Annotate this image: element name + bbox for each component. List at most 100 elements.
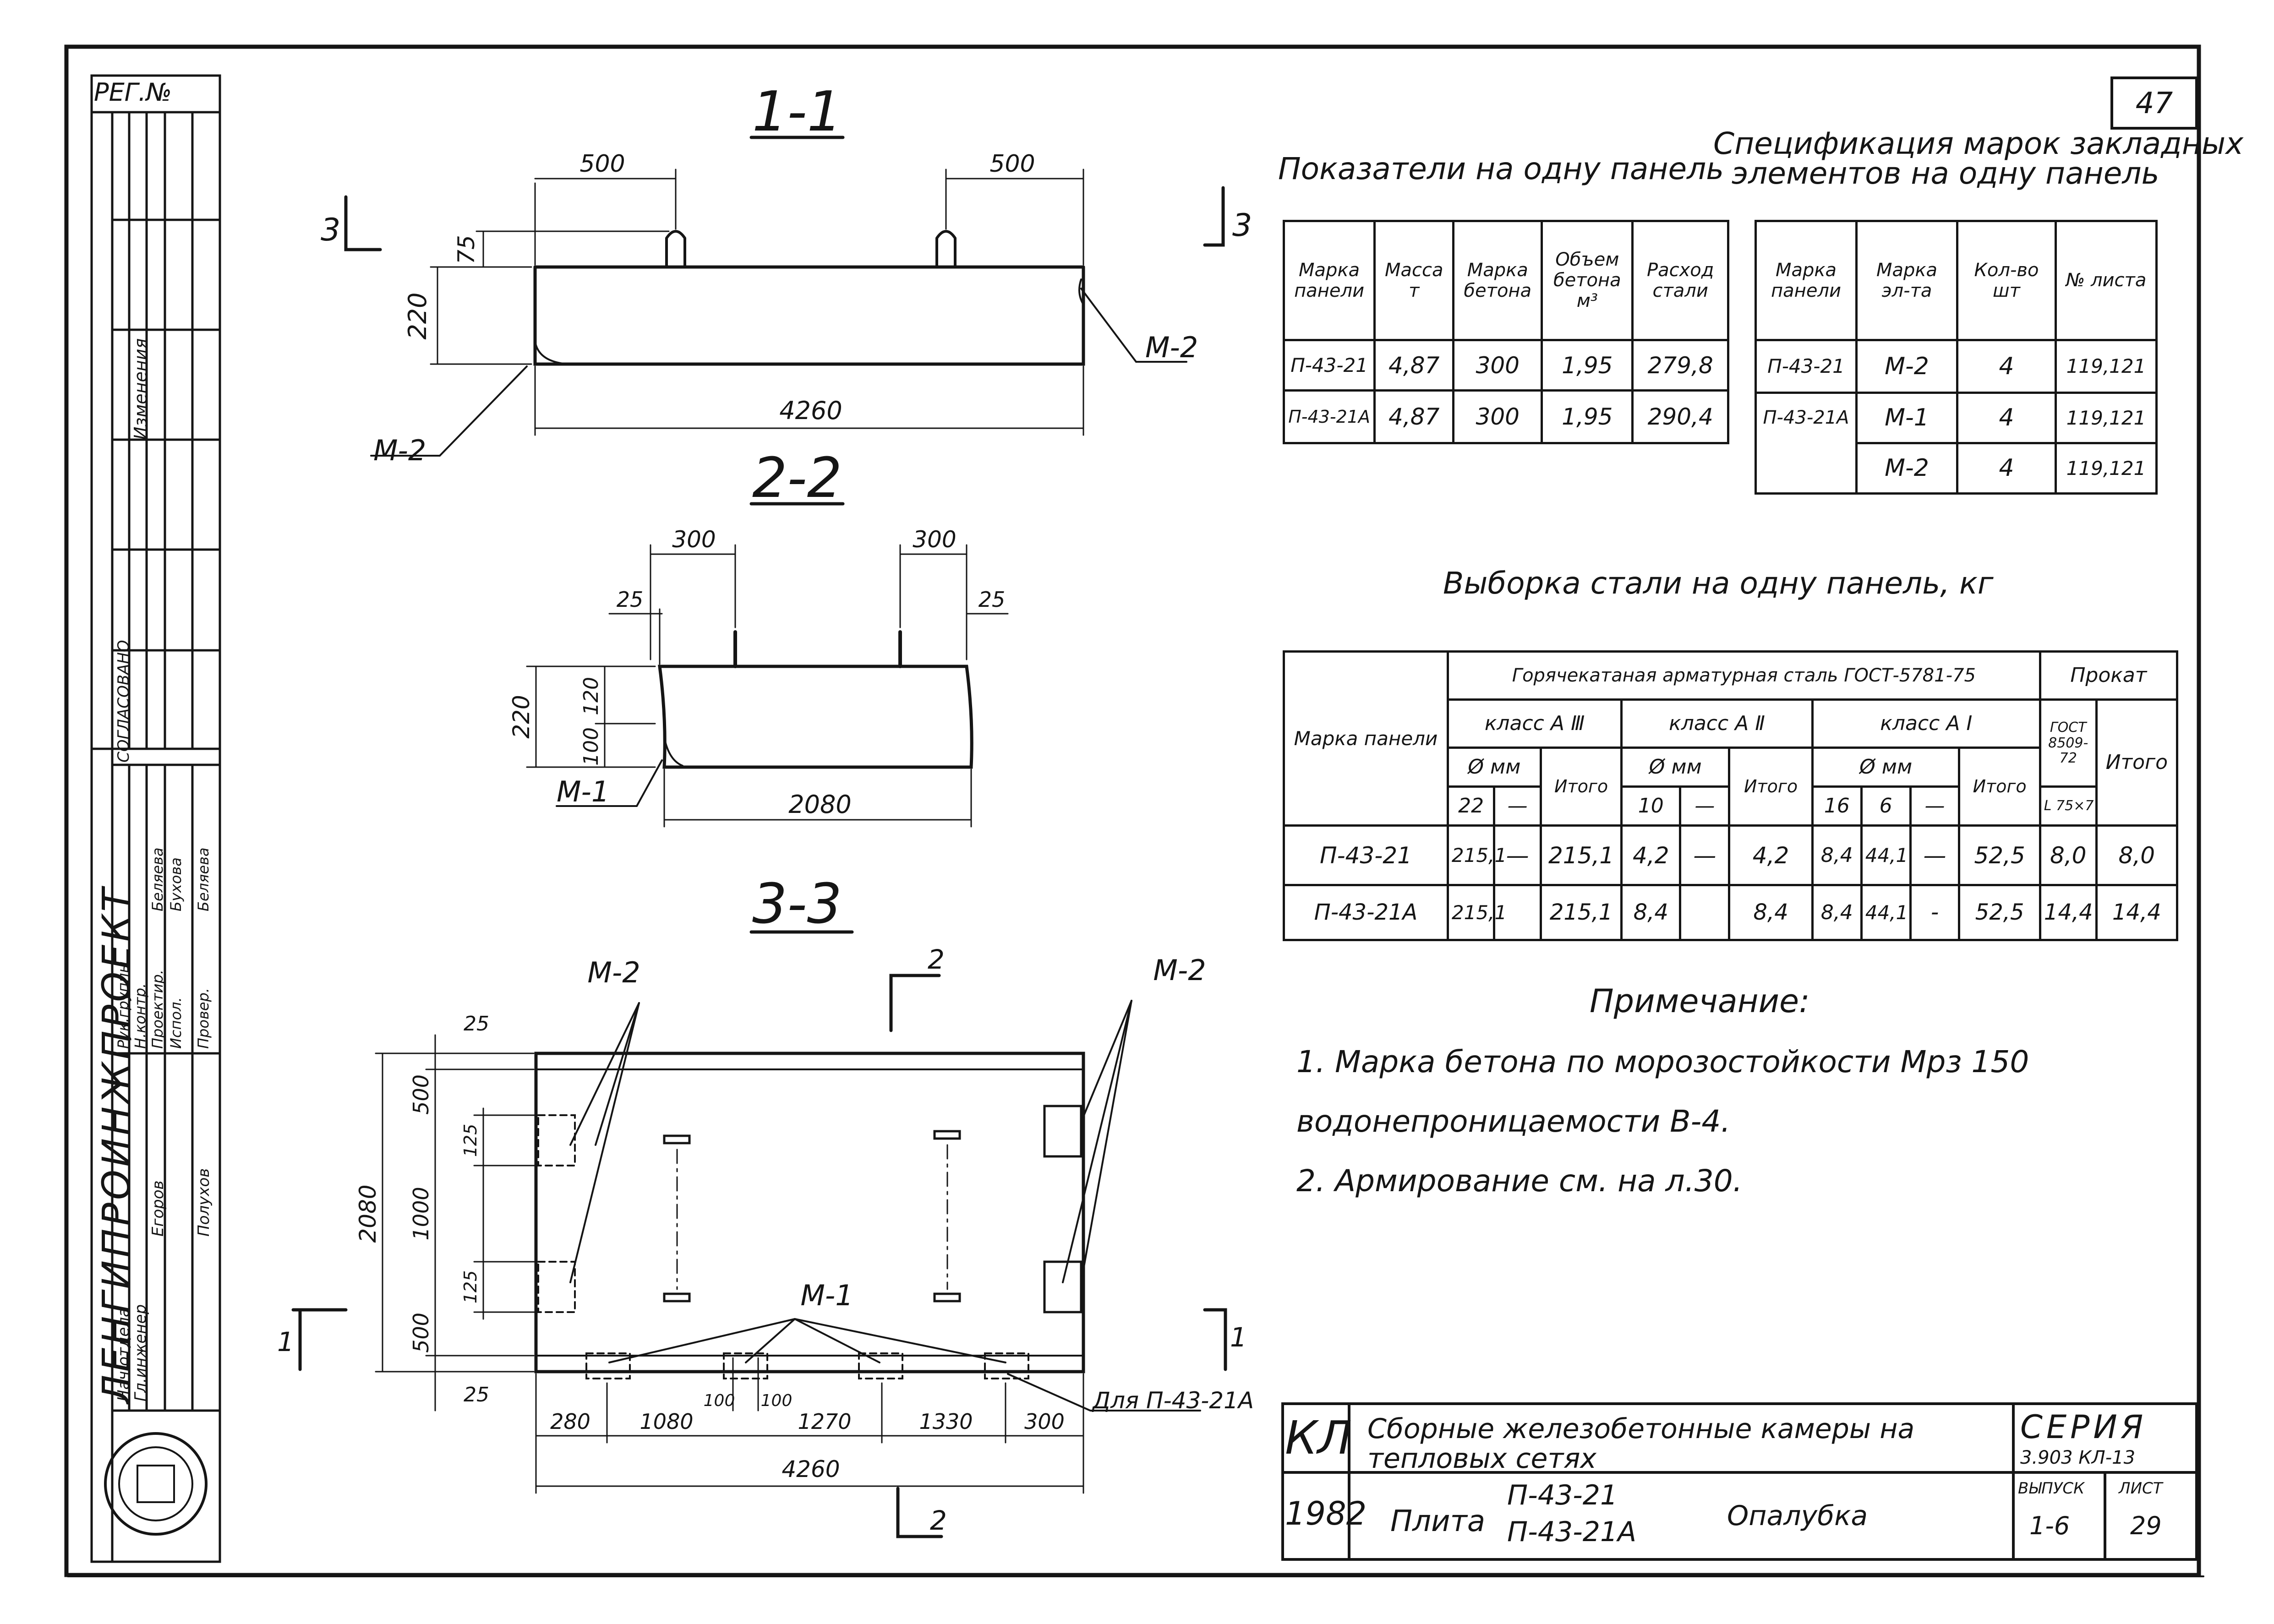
dim-500-row1: 500 <box>409 1074 433 1115</box>
dim-500-right: 500 <box>989 150 1035 178</box>
title-block-series-value: 3.903 КЛ-13 <box>2020 1447 2136 1468</box>
stamp-role-1: Нач.отдела <box>115 1308 133 1401</box>
steel-cell: — <box>1493 824 1542 886</box>
ind-head-concrete: Марка бетона <box>1452 220 1543 341</box>
steel-head-prokat: Прокат <box>2039 650 2179 701</box>
steel-cell: 8,4 <box>1811 824 1863 886</box>
steel-head-hot-rolled: Горячекатаная арматурная сталь ГОСТ-5781… <box>1446 650 2041 701</box>
ind-head-volume: Объем бетона м³ <box>1541 220 1634 341</box>
dim-220-s22: 220 <box>508 695 535 738</box>
stamp-role-4: Н.контр. <box>131 983 149 1049</box>
title-block-subject: Опалубка <box>1727 1500 1868 1532</box>
ind-cell: 1,95 <box>1541 339 1634 392</box>
dim-1000-row2: 1000 <box>409 1187 433 1240</box>
dim-300-right: 300 <box>913 526 956 553</box>
title-block-series-label: СЕРИЯ <box>2020 1408 2147 1446</box>
ind-head-marka: Марка панели <box>1282 220 1376 341</box>
emb-cell: 4 <box>1956 392 2057 444</box>
steel-cell: 8,0 <box>2095 824 2179 886</box>
steel-cell: 215,1 <box>1446 884 1507 941</box>
steel-cell <box>1679 884 1731 941</box>
stamp-name-3: Бухова <box>167 857 185 911</box>
title-block-item: Плита <box>1390 1504 1486 1538</box>
title-block-grid <box>1281 76 2198 1561</box>
dim-500-left: 500 <box>579 150 625 178</box>
mark-m2-s11-right: М-2 <box>1145 331 1198 364</box>
steel-dia-dash: — <box>1679 785 1731 827</box>
mark-m1-s33: М-1 <box>800 1279 853 1312</box>
steel-cell: - <box>1909 884 1961 941</box>
emb-head-marka: Марка панели <box>1755 220 1858 341</box>
stamp-name-2: Егоров <box>149 1180 167 1237</box>
dim-100-b: 100 <box>761 1391 793 1410</box>
dim-220: 220 <box>403 292 432 339</box>
emb-cell: 119,121 <box>2055 339 2158 394</box>
steel-dia-6: 6 <box>1860 785 1912 827</box>
mark-m2-s11-left: М-2 <box>373 434 426 467</box>
steel-head-dia-a2: Ø мм <box>1620 747 1731 788</box>
steel-head-a3: класс А Ⅲ <box>1446 698 1623 749</box>
embedded-table: Марка панели Марка эл-та Кол-во шт № лис… <box>1755 220 2158 495</box>
dim-100: 100 <box>579 727 603 766</box>
steel-head-marka: Марка панели <box>1283 650 1449 827</box>
steel-dia-16: 16 <box>1811 785 1863 827</box>
embedded-title-line1: Спецификация марок закладных <box>1713 126 2244 161</box>
title-block-kl: КЛ <box>1285 1411 1352 1465</box>
cut-1-left: 1 <box>277 1326 294 1357</box>
stamp-approved: СОГЛАСОВАНО <box>115 640 133 763</box>
emb-cell: П-43-21 <box>1755 339 1858 394</box>
ind-cell: 4,87 <box>1373 389 1455 444</box>
section-2-2-view <box>526 502 1009 828</box>
title-block-sheet-label: ЛИСТ <box>2119 1479 2163 1498</box>
ind-head-mass: Масса т <box>1373 220 1455 341</box>
ind-cell: П-43-21 <box>1282 339 1376 392</box>
steel-cell: 8,4 <box>1811 884 1863 941</box>
steel-dia-22: 22 <box>1446 785 1496 827</box>
title-block-year: 1982 <box>1285 1495 1367 1532</box>
steel-head-total-a1: Итого <box>1958 747 2041 827</box>
steel-cell: 8,4 <box>1728 884 1814 941</box>
title-block-issue-value: 1-6 <box>2029 1511 2070 1540</box>
table-row: П-43-21 М-2 4 119,121 <box>1755 339 2158 394</box>
steel-cell: 52,5 <box>1958 884 2041 941</box>
ind-cell: 290,4 <box>1631 389 1729 444</box>
mark-m2-s33-right: М-2 <box>1153 954 1206 987</box>
ind-cell: 279,8 <box>1631 339 1729 392</box>
steel-cell: 215,1 <box>1539 824 1623 886</box>
embedded-title-line2: элементов на одну панель <box>1732 156 2159 191</box>
stamp-name-4: Беляева <box>195 847 212 912</box>
steel-head-gost: ГОСТ 8509-72 <box>2039 698 2098 788</box>
stamp-changes: Изменения <box>131 338 151 440</box>
section-1-1-view <box>344 136 1225 457</box>
steel-cell: 14,4 <box>2039 884 2098 941</box>
emb-head-sheet: № листа <box>2055 220 2158 341</box>
emb-cell: 4 <box>1956 442 2057 495</box>
dim-25-left: 25 <box>617 587 644 612</box>
table-row: П-43-21А 215,1 215,1 8,4 8,4 8,4 44,1 - … <box>1283 884 2179 941</box>
notes-line-3: 2. Армирование см. на л.30. <box>1296 1163 1743 1199</box>
steel-head-a1: класс А Ⅰ <box>1811 698 2041 749</box>
dim-125-a: 125 <box>460 1124 481 1157</box>
steel-cell: — <box>1679 824 1731 886</box>
section-3-3-view <box>291 930 1227 1538</box>
cut-3-right: 3 <box>1232 207 1252 244</box>
table-row: П-43-21 215,1 — 215,1 4,2 — 4,2 8,4 44,1… <box>1283 824 2179 886</box>
steel-cell: 8,4 <box>1620 884 1682 941</box>
section-1-1-title: 1-1 <box>752 80 842 144</box>
stamp-role-7: Провер. <box>195 988 212 1049</box>
steel-angle-75x7: L 75×7 <box>2039 785 2098 827</box>
dim-1270: 1270 <box>798 1409 851 1434</box>
ind-head-steel: Расход стали <box>1631 220 1729 341</box>
dim-25-bottom: 25 <box>464 1383 489 1406</box>
notes-line-2: водонепроницаемости В-4. <box>1296 1104 1731 1139</box>
title-block-desc-2: тепловых сетях <box>1367 1443 1596 1475</box>
cut-2-top: 2 <box>928 944 945 975</box>
stamp-name-5: Беляева <box>149 847 166 912</box>
section-3-3-title: 3-3 <box>752 872 842 936</box>
indicators-table: Марка панели Масса т Марка бетона Объем … <box>1282 220 1729 444</box>
dim-300-left: 300 <box>672 526 716 553</box>
steel-cell: 52,5 <box>1958 824 2041 886</box>
dim-125-b: 125 <box>460 1270 481 1304</box>
steel-table: Марка панели Горячекатаная арматурная ст… <box>1283 650 2179 941</box>
